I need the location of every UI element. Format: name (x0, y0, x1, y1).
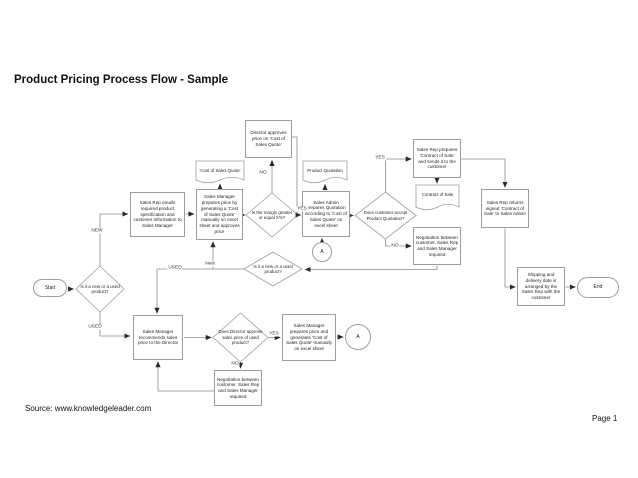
document-contract-of-sale: Contract of Sale (421, 192, 454, 198)
process-sm-recommends: Sales Manager recommends sales price to … (133, 315, 183, 360)
label-accept-yes: YES (374, 155, 386, 161)
page-number: Page 1 (592, 414, 618, 423)
decision-margin-outline (245, 192, 299, 238)
process-sales-rep-contract: Sales Rep prepares 'Contract of Sale' an… (413, 139, 461, 178)
process-sm-prepares-used: Sales Manager prepares price and generat… (282, 314, 336, 361)
source-credit: Source: www.knowledgeleader.com (25, 404, 152, 413)
decision-customer-accept: Does customer accept Product Quotation? (363, 210, 408, 221)
label-director-no: NO (230, 361, 240, 367)
process-shipping: Shipping and delivery date is arranged b… (517, 267, 565, 306)
decision-director-approve: Does Director approve sales price of use… (218, 329, 263, 346)
start-terminator: Start (33, 279, 67, 297)
document-product-quotation: Product Quotation (307, 167, 343, 173)
connectors (68, 136, 576, 392)
label-used-1: USED (87, 324, 103, 330)
label-director-yes: YES (268, 331, 280, 337)
connector-a-top: A (312, 242, 332, 262)
page-title: Product Pricing Process Flow - Sample (14, 74, 229, 86)
label-new-2: New (204, 261, 216, 267)
document-contract-of-sale-outline (415, 184, 460, 211)
process-negotiation-bottom: Negotiation between customer, Sales Rep … (214, 370, 262, 406)
document-cost-of-sales-quote: 'Cost of Sales Quote' (199, 167, 241, 173)
document-product-quotation-outline (302, 160, 348, 184)
process-sales-rep-returns: Sales Rep returns signed 'Contract of Sa… (481, 189, 529, 228)
label-new-1: NEW (90, 228, 104, 234)
label-used-2: USED (167, 265, 183, 271)
process-negotiation-top: Negotiation between customer, Sales Rep … (413, 227, 461, 265)
process-sales-admin-prepares: Sales Admin prepares Quotation according… (302, 191, 350, 237)
shape-outlines (75, 160, 460, 363)
label-margin-yes: YES (296, 206, 308, 212)
decision-new-used-1: Is it a new or a used product? (80, 283, 120, 295)
label-margin-no: NO (258, 170, 268, 176)
decision-margin: Is the margin greater or equal X%? (251, 209, 293, 221)
process-director-approves: Director approves price on 'Cost of Sale… (245, 120, 292, 158)
process-sm-prepares-new: Sales Manager prepares price by generati… (196, 189, 243, 240)
document-cost-of-sales-quote-outline (195, 160, 245, 184)
decision-new-used-2-outline (243, 251, 303, 287)
connector-a-bottom: A (345, 324, 371, 350)
decision-new-used-2: Is it a new or a used product? (253, 263, 293, 275)
end-terminator: End (577, 277, 619, 298)
process-sales-rep-emails: Sales Rep emails required product specif… (130, 192, 185, 237)
label-accept-no: NO (390, 243, 400, 249)
